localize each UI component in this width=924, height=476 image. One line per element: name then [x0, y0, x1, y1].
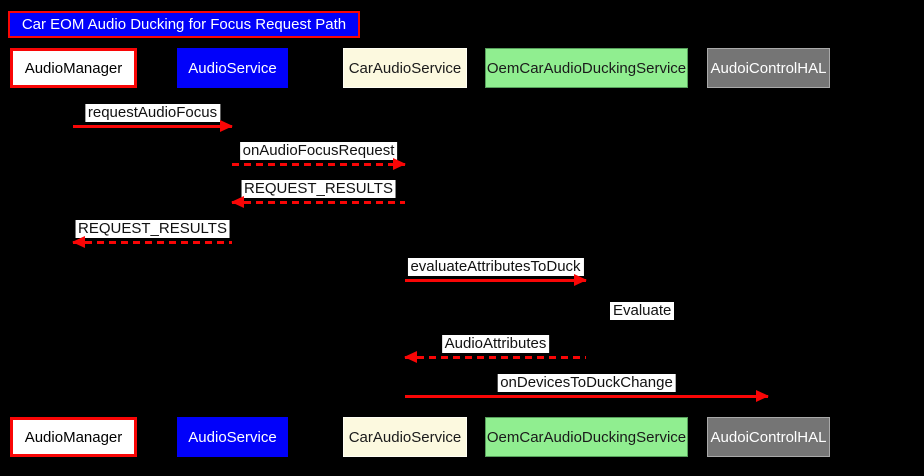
arrowhead-left-icon	[231, 196, 244, 208]
arrowhead-left-icon	[404, 351, 417, 363]
actor-audio-control-hal-bottom: AudoiControlHAL	[707, 417, 830, 457]
actor-audio-manager-top: AudioManager	[10, 48, 137, 88]
message-label: REQUEST_RESULTS	[75, 220, 230, 238]
actor-oem-car-audio-ducking-service-top: OemCarAudioDuckingService	[485, 48, 688, 88]
message-label: requestAudioFocus	[84, 104, 221, 122]
arrow-line	[73, 125, 232, 128]
actor-audio-service-top: AudioService	[177, 48, 288, 88]
message-audio-attributes: AudioAttributes	[404, 335, 586, 365]
arrow-line	[405, 279, 586, 282]
message-label: REQUEST_RESULTS	[241, 180, 396, 198]
diagram-title: Car EOM Audio Ducking for Focus Request …	[8, 11, 360, 38]
actor-car-audio-service-bottom: CarAudioService	[343, 417, 467, 457]
arrowhead-right-icon	[756, 390, 769, 402]
arrowhead-right-icon	[574, 274, 587, 286]
actor-oem-car-audio-ducking-service-bottom: OemCarAudioDuckingService	[485, 417, 688, 457]
message-label: Evaluate	[610, 302, 675, 320]
arrowhead-left-icon	[72, 236, 85, 248]
arrowhead-right-icon	[393, 158, 406, 170]
arrow-line	[405, 356, 586, 359]
actor-audio-control-hal-top: AudoiControlHAL	[707, 48, 830, 88]
arrow-line	[73, 241, 232, 244]
message-request-audio-focus: requestAudioFocus	[73, 104, 233, 134]
message-on-devices-to-duck-change: onDevicesToDuckChange	[405, 374, 769, 404]
arrow-line	[405, 395, 768, 398]
actor-car-audio-service-top: CarAudioService	[343, 48, 467, 88]
arrow-line	[232, 201, 405, 204]
message-request-results-to-audio-service: REQUEST_RESULTS	[231, 180, 405, 210]
message-label: AudioAttributes	[441, 335, 550, 353]
message-request-results-to-audio-manager: REQUEST_RESULTS	[72, 220, 232, 250]
message-on-audio-focus-request: onAudioFocusRequest	[232, 142, 406, 172]
message-label: evaluateAttributesToDuck	[407, 258, 584, 276]
message-label: onDevicesToDuckChange	[497, 374, 676, 392]
message-label: onAudioFocusRequest	[239, 142, 398, 160]
actor-audio-service-bottom: AudioService	[177, 417, 288, 457]
arrow-line	[232, 163, 405, 166]
message-evaluate-attributes-to-duck: evaluateAttributesToDuck	[405, 258, 587, 288]
arrowhead-right-icon	[220, 120, 233, 132]
actor-audio-manager-bottom: AudioManager	[10, 417, 137, 457]
message-evaluate-self: Evaluate	[610, 302, 675, 332]
